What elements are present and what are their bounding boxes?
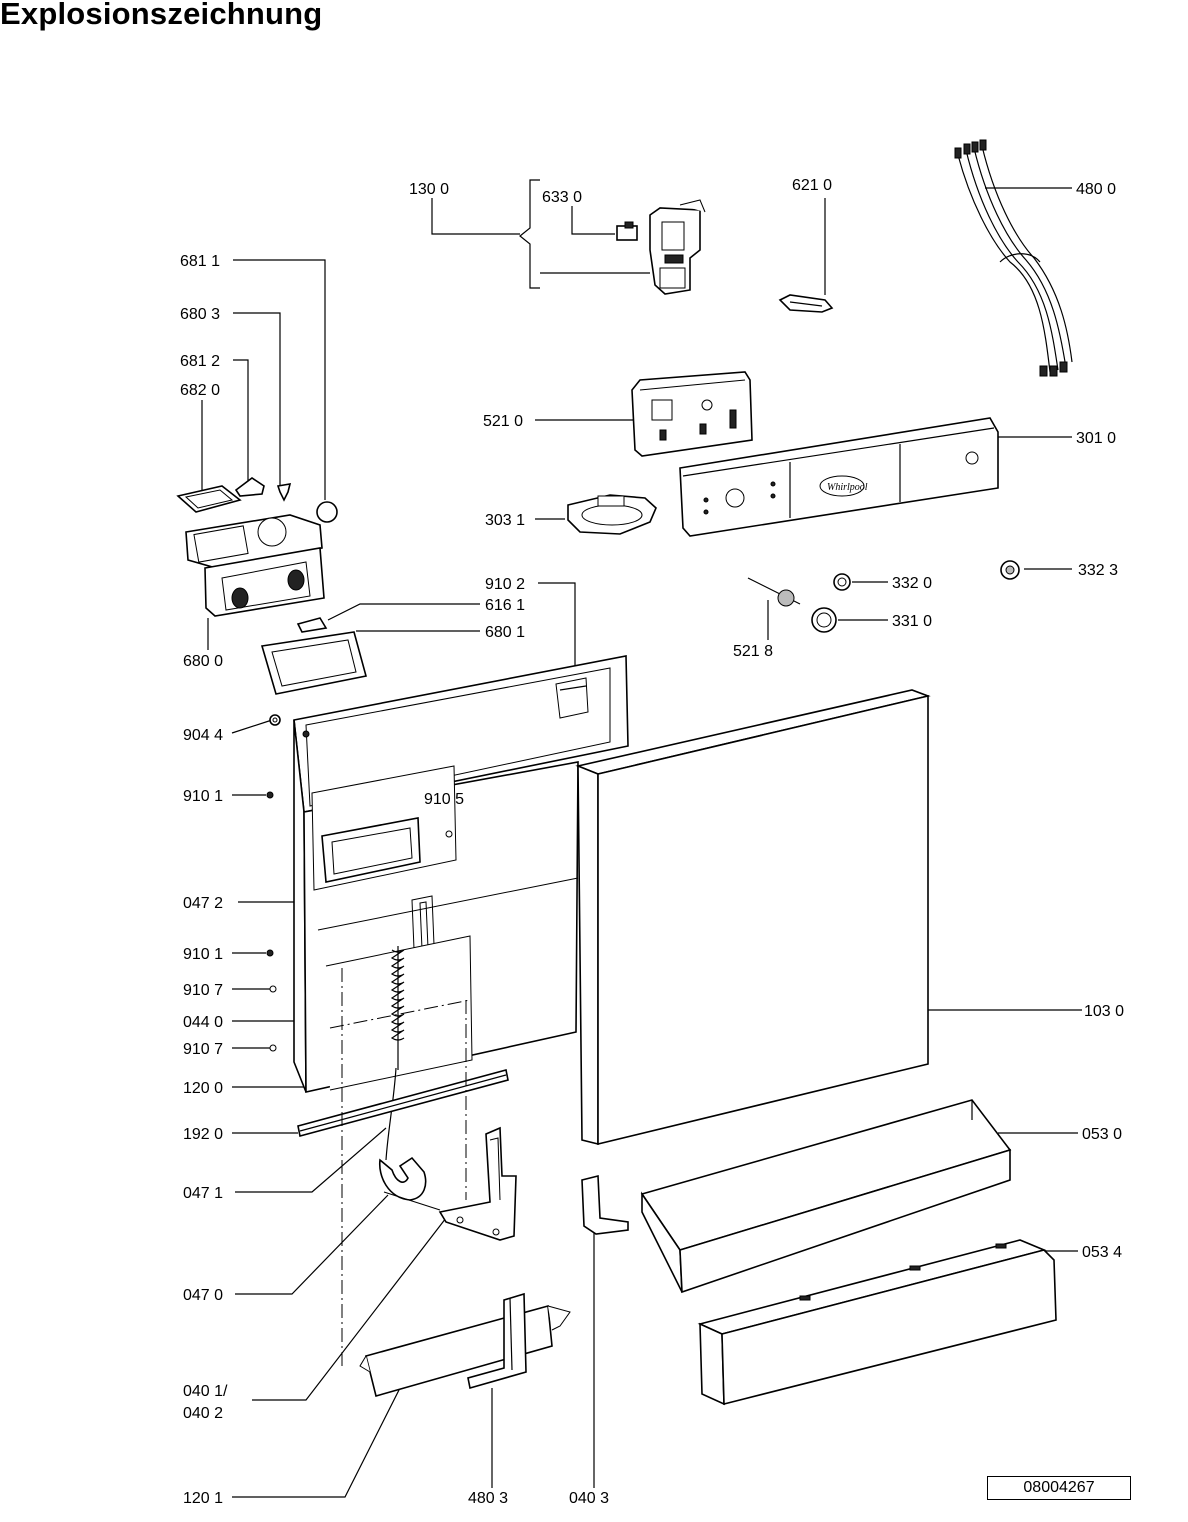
label-332-3: 332 3 xyxy=(1078,562,1118,579)
label-521-0: 521 0 xyxy=(483,413,523,430)
label-303-1: 303 1 xyxy=(485,512,525,529)
label-910-7: 910 7 xyxy=(183,982,223,999)
page-title: Explosionszeichnung xyxy=(0,0,323,31)
label-681-1: 681 1 xyxy=(180,253,220,270)
label-301-0: 301 0 xyxy=(1076,430,1116,447)
label-521-8: 521 8 xyxy=(733,643,773,660)
alignment-lines xyxy=(329,968,471,1370)
inner-door-panel xyxy=(293,655,629,1093)
label-040-3: 040 3 xyxy=(569,1490,609,1507)
label-480-0: 480 0 xyxy=(1076,181,1116,198)
label-120-0: 120 0 xyxy=(183,1080,223,1097)
door-spring xyxy=(379,946,441,1211)
micro-switch xyxy=(616,221,638,241)
label-053-0: 053 0 xyxy=(1082,1126,1122,1143)
label-480-3: 480 3 xyxy=(468,1490,508,1507)
control-panel: Whirlpool xyxy=(679,417,999,537)
door-handle xyxy=(567,494,657,535)
label-332-0: 332 0 xyxy=(892,575,932,592)
label-680-1: 680 1 xyxy=(485,624,525,641)
drawing-number-box: 08004267 xyxy=(987,1476,1131,1500)
label-910-1-b: 910 1 xyxy=(183,946,223,963)
label-682-0: 682 0 xyxy=(180,382,220,399)
small-board xyxy=(778,294,834,313)
wiring-harness xyxy=(954,139,1073,377)
part-labels: 130 0 633 0 621 0 480 0 681 1 680 3 681 … xyxy=(180,177,1124,1507)
label-910-7-b: 910 7 xyxy=(183,1041,223,1058)
label-053-4: 053 4 xyxy=(1082,1244,1122,1261)
label-047-1: 047 1 xyxy=(183,1185,223,1202)
label-120-1: 120 1 xyxy=(183,1490,223,1507)
electronic-module xyxy=(631,371,753,457)
label-616-1: 616 1 xyxy=(485,597,525,614)
outer-door xyxy=(575,689,931,1146)
label-910-5: 910 5 xyxy=(424,791,464,808)
label-904-4: 904 4 xyxy=(183,727,223,744)
label-192-0: 192 0 xyxy=(183,1126,223,1143)
label-910-2: 910 2 xyxy=(485,576,525,593)
label-680-0: 680 0 xyxy=(183,653,223,670)
label-040-1: 040 1/ xyxy=(183,1383,228,1400)
leader-lines xyxy=(201,179,1082,1498)
hinge-bracket xyxy=(438,1126,517,1241)
label-044-0: 044 0 xyxy=(183,1014,223,1031)
bottom-panel xyxy=(359,1292,571,1397)
lower-cover xyxy=(697,1239,1057,1406)
screws xyxy=(266,714,453,1052)
door-lock xyxy=(649,199,706,295)
label-103-0: 103 0 xyxy=(1084,1003,1124,1020)
label-047-2: 047 2 xyxy=(183,895,223,912)
label-331-0: 331 0 xyxy=(892,613,932,630)
label-047-0: 047 0 xyxy=(183,1287,223,1304)
label-621-0: 621 0 xyxy=(792,177,832,194)
svg-text:Whirlpool: Whirlpool xyxy=(827,482,868,493)
label-130-0: 130 0 xyxy=(409,181,449,198)
bottom-strip xyxy=(297,1069,509,1137)
label-680-3: 680 3 xyxy=(180,306,220,323)
detergent-dispenser xyxy=(176,477,338,633)
label-910-1: 910 1 xyxy=(183,788,223,805)
label-681-2: 681 2 xyxy=(180,353,220,370)
label-040-2: 040 2 xyxy=(183,1405,223,1422)
kickplate xyxy=(640,1099,1012,1294)
label-633-0: 633 0 xyxy=(542,189,582,206)
knobs xyxy=(747,560,1020,633)
side-bracket xyxy=(581,1174,629,1235)
dispenser-gasket xyxy=(260,631,367,695)
